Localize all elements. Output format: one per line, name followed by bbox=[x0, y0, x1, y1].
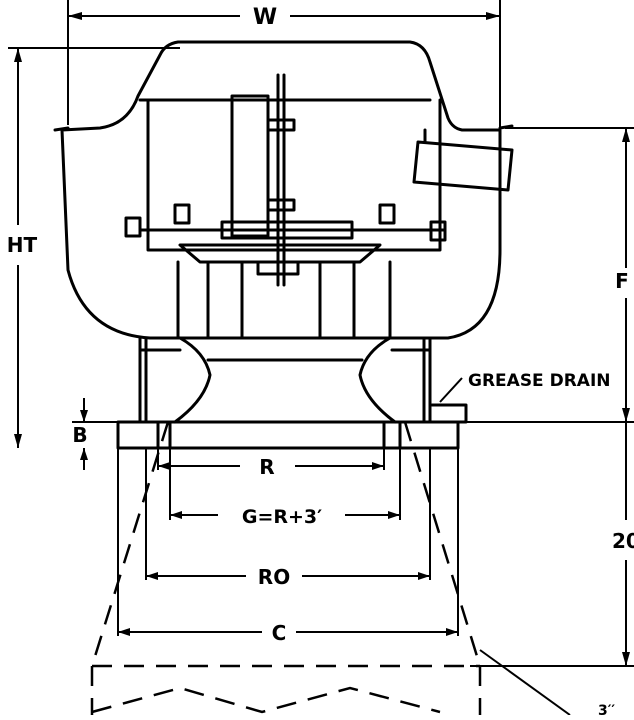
electrical-box bbox=[412, 128, 514, 202]
dimension-20: 20 bbox=[460, 421, 634, 667]
corner-leader: 3′′ bbox=[479, 649, 615, 719]
grease-drain-callout: GREASE DRAIN bbox=[439, 371, 611, 403]
label-b: B bbox=[72, 423, 87, 447]
label-r: R bbox=[259, 455, 274, 479]
label-w: W bbox=[253, 5, 277, 30]
dimension-c: C bbox=[117, 448, 459, 645]
label-f: F bbox=[615, 269, 629, 293]
dimension-f: F bbox=[505, 127, 634, 422]
label-20: 20 bbox=[612, 529, 634, 553]
label-c: C bbox=[272, 621, 287, 645]
label-ht: HT bbox=[7, 233, 38, 257]
label-g: G=R+3′ bbox=[242, 506, 322, 528]
dimension-r: R bbox=[157, 448, 385, 479]
dimension-ht: HT bbox=[7, 47, 180, 448]
dimension-b: B bbox=[72, 398, 118, 470]
label-ro: RO bbox=[258, 565, 290, 589]
dimension-ro: RO bbox=[145, 448, 431, 589]
label-corner: 3′′ bbox=[598, 703, 615, 715]
discharge-plume bbox=[90, 421, 482, 715]
dimension-g: G=R+3′ bbox=[169, 448, 401, 528]
dimension-w: W bbox=[67, 0, 501, 128]
fan-base bbox=[116, 260, 468, 450]
label-grease-drain: GREASE DRAIN bbox=[468, 371, 611, 391]
motor-assembly bbox=[178, 73, 382, 287]
